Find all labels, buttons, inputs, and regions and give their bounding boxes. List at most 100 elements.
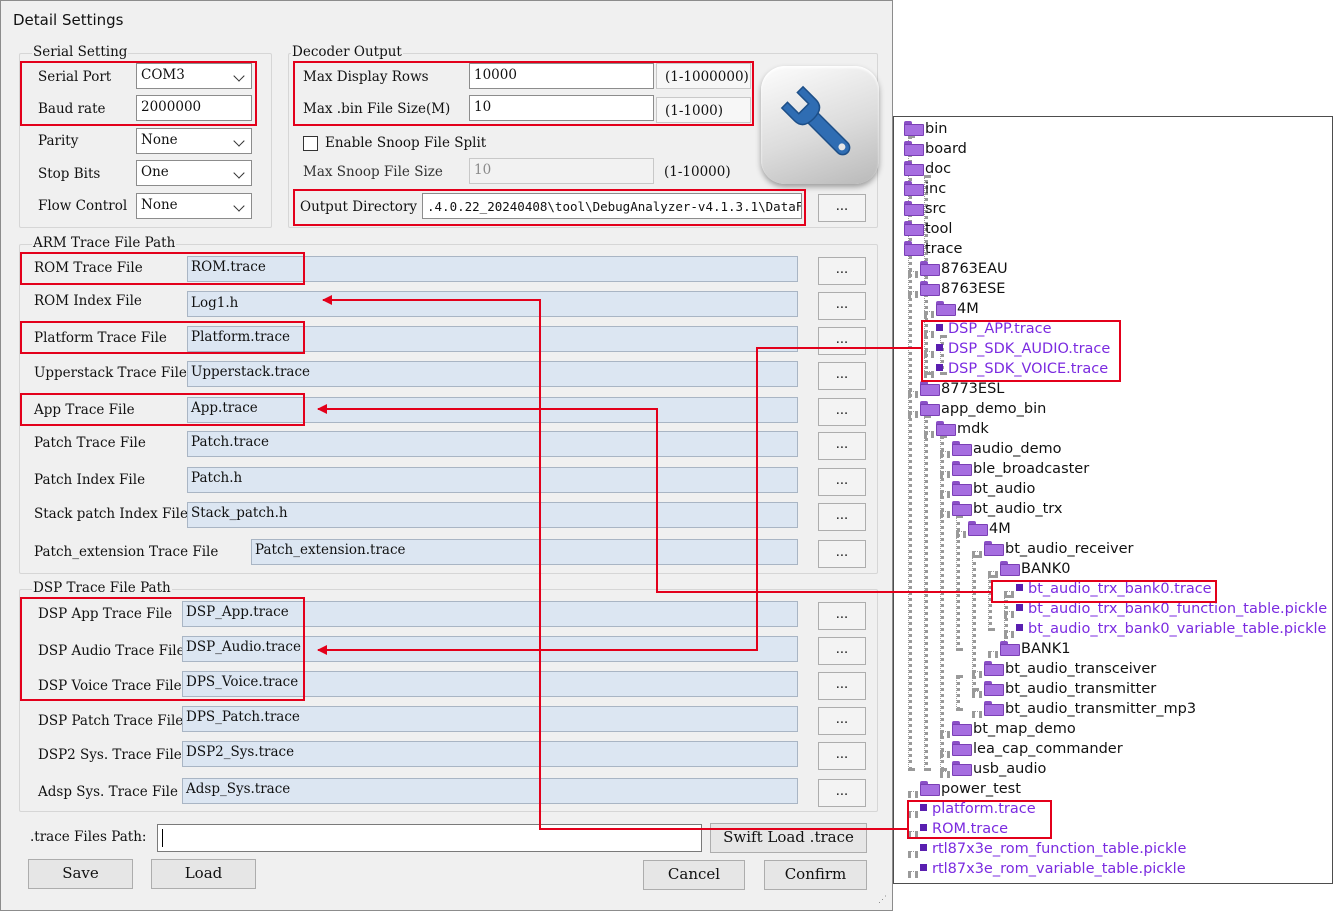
cancel-button[interactable]: Cancel <box>643 860 745 890</box>
tree-folder-item[interactable]: 8773ESL <box>920 381 1004 401</box>
rom-trace-input[interactable]: ROM.trace <box>187 256 798 282</box>
tree-item-label: BANK1 <box>1021 641 1071 657</box>
dsp-app-trace-label: DSP App Trace File <box>38 606 173 622</box>
rom-trace-label: ROM Trace File <box>34 260 143 276</box>
patch-extension-input[interactable]: Patch_extension.trace <box>251 539 798 565</box>
tree-folder-item[interactable]: mdk <box>936 421 989 441</box>
tree-file-item[interactable]: bt_audio_trx_bank0_function_table.pickle <box>1016 601 1327 621</box>
tree-folder-item[interactable]: ble_broadcaster <box>952 461 1089 481</box>
rom-trace-browse-button[interactable]: ... <box>818 257 866 285</box>
tree-folder-item[interactable]: tool <box>904 221 952 241</box>
patch-trace-label: Patch Trace File <box>34 435 146 451</box>
patch-index-input[interactable]: Patch.h <box>187 467 798 493</box>
rom-index-browse-button[interactable]: ... <box>818 292 866 320</box>
app-trace-browse-button[interactable]: ... <box>818 398 866 426</box>
tree-folder-item[interactable]: trace <box>904 241 962 261</box>
baud-rate-input[interactable]: 2000000 <box>136 95 252 121</box>
dsp-patch-trace-browse-button[interactable]: ... <box>818 707 866 735</box>
tree-file-item[interactable]: platform.trace <box>920 801 1036 821</box>
tree-item-label: 8773ESL <box>941 381 1005 397</box>
tree-file-item[interactable]: DSP_SDK_AUDIO.trace <box>936 341 1110 361</box>
tree-item-label: 8763ESE <box>941 281 1006 297</box>
tree-folder-item[interactable]: bt_audio <box>952 481 1035 501</box>
dsp-patch-trace-input[interactable]: DPS_Patch.trace <box>182 706 798 732</box>
tree-file-item[interactable]: ROM.trace <box>920 821 1008 841</box>
decoder-output-title: Decoder Output <box>291 44 403 60</box>
output-directory-input[interactable]: .4.0.22_20240408\tool\DebugAnalyzer-v4.1… <box>422 193 802 219</box>
tree-folder-item[interactable]: bin <box>904 121 947 141</box>
tree-item-label: bt_audio_transmitter_mp3 <box>1005 701 1197 717</box>
tree-folder-item[interactable]: bt_audio_trx <box>952 501 1062 521</box>
wrench-icon <box>761 66 879 184</box>
folder-icon <box>936 301 956 316</box>
rom-index-input[interactable]: Log1.h <box>187 291 798 317</box>
confirm-button[interactable]: Confirm <box>764 860 867 890</box>
tree-file-item[interactable]: bt_audio_trx_bank0.trace <box>1016 581 1212 601</box>
dsp-audio-trace-browse-button[interactable]: ... <box>818 637 866 665</box>
upperstack-trace-input[interactable]: Upperstack.trace <box>187 361 798 387</box>
tree-file-item[interactable]: rtl87x3e_rom_function_table.pickle <box>920 841 1186 861</box>
dsp2-sys-trace-browse-button[interactable]: ... <box>818 742 866 770</box>
max-snoop-size-input[interactable]: 10 <box>469 158 654 184</box>
tree-folder-item[interactable]: bt_audio_transmitter <box>984 681 1156 701</box>
tree-folder-item[interactable]: 4M <box>936 301 979 321</box>
patch-trace-input[interactable]: Patch.trace <box>187 431 798 457</box>
folder-icon <box>952 501 972 516</box>
tree-folder-item[interactable]: bt_audio_receiver <box>984 541 1134 561</box>
stack-patch-index-input[interactable]: Stack_patch.h <box>187 502 798 528</box>
tree-file-item[interactable]: rtl87x3e_rom_variable_table.pickle <box>920 861 1186 881</box>
stop-bits-select[interactable]: One <box>136 160 252 186</box>
tree-file-item[interactable]: bt_audio_trx_bank0_variable_table.pickle <box>1016 621 1326 641</box>
tree-folder-item[interactable]: power_test <box>920 781 1021 801</box>
max-display-rows-input[interactable]: 10000 <box>469 63 654 89</box>
tree-folder-item[interactable]: 8763ESE <box>920 281 1005 301</box>
serial-port-label: Serial Port <box>38 69 112 85</box>
adsp-sys-trace-label: Adsp Sys. Trace File <box>38 784 178 800</box>
load-button[interactable]: Load <box>151 859 256 889</box>
stack-patch-index-browse-button[interactable]: ... <box>818 503 866 531</box>
max-bin-size-range: (1-1000) <box>656 97 751 123</box>
folder-icon <box>904 241 924 256</box>
tree-folder-item[interactable]: inc <box>904 181 946 201</box>
tree-folder-item[interactable]: bt_map_demo <box>952 721 1076 741</box>
dsp-app-trace-browse-button[interactable]: ... <box>818 602 866 630</box>
app-trace-label: App Trace File <box>34 402 135 418</box>
tree-folder-item[interactable]: src <box>904 201 946 221</box>
swift-load-button[interactable]: Swift Load .trace <box>710 823 867 853</box>
tree-item-label: doc <box>925 161 952 177</box>
tree-folder-item[interactable]: BANK1 <box>1000 641 1070 661</box>
tree-folder-item[interactable]: app_demo_bin <box>920 401 1046 421</box>
tree-folder-item[interactable]: usb_audio <box>952 761 1046 781</box>
tree-folder-item[interactable]: 4M <box>968 521 1011 541</box>
tree-folder-item[interactable]: BANK0 <box>1000 561 1070 581</box>
trace-files-path-input[interactable] <box>157 824 702 852</box>
platform-trace-browse-button[interactable]: ... <box>818 327 866 355</box>
baud-rate-label: Baud rate <box>38 101 106 117</box>
patch-trace-browse-button[interactable]: ... <box>818 432 866 460</box>
tree-folder-item[interactable]: doc <box>904 161 951 181</box>
flow-control-select[interactable]: None <box>136 193 252 219</box>
snoop-split-checkbox[interactable] <box>303 136 318 151</box>
tree-file-item[interactable]: DSP_SDK_VOICE.trace <box>936 361 1108 381</box>
tree-folder-item[interactable]: lea_cap_commander <box>952 741 1123 761</box>
dsp2-sys-trace-input[interactable]: DSP2_Sys.trace <box>182 741 798 767</box>
patch-extension-browse-button[interactable]: ... <box>818 540 866 568</box>
adsp-sys-trace-browse-button[interactable]: ... <box>818 779 866 807</box>
serial-port-select[interactable]: COM3 <box>136 63 252 89</box>
save-button[interactable]: Save <box>28 859 133 889</box>
tree-file-item[interactable]: DSP_APP.trace <box>936 321 1052 341</box>
dsp-voice-trace-browse-button[interactable]: ... <box>818 672 866 700</box>
tree-folder-item[interactable]: bt_audio_transmitter_mp3 <box>984 701 1196 721</box>
tree-folder-item[interactable]: board <box>904 141 967 161</box>
tree-folder-item[interactable]: bt_audio_transceiver <box>984 661 1156 681</box>
max-bin-size-input[interactable]: 10 <box>469 95 654 121</box>
patch-index-browse-button[interactable]: ... <box>818 468 866 496</box>
upperstack-trace-browse-button[interactable]: ... <box>818 362 866 390</box>
parity-select[interactable]: None <box>136 128 252 154</box>
adsp-sys-trace-input[interactable]: Adsp_Sys.trace <box>182 778 798 804</box>
tree-folder-item[interactable]: audio_demo <box>952 441 1062 461</box>
folder-icon <box>984 541 1004 556</box>
output-directory-browse-button[interactable]: ... <box>818 194 866 222</box>
tree-folder-item[interactable]: 8763EAU <box>920 261 1008 281</box>
